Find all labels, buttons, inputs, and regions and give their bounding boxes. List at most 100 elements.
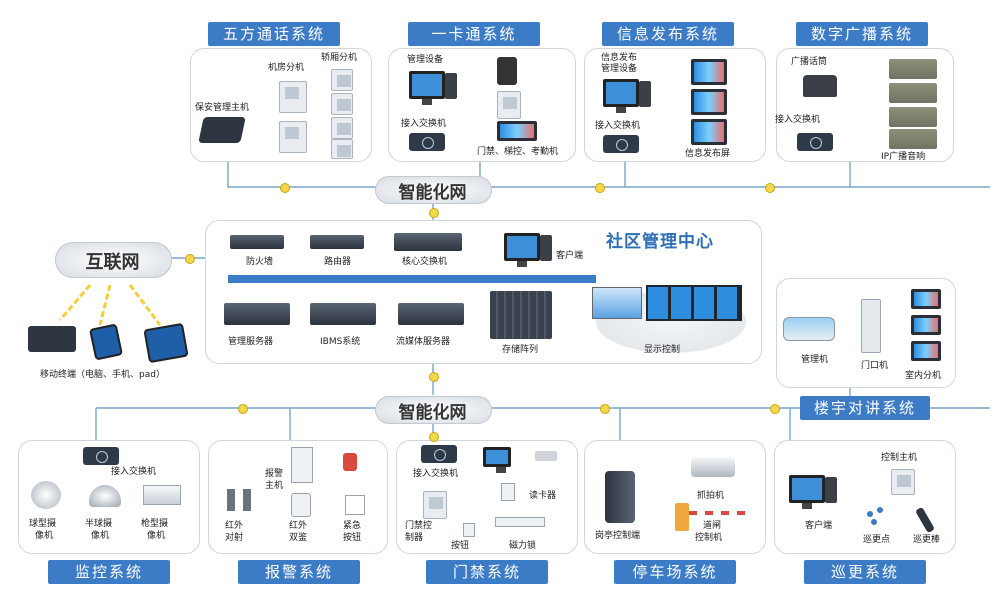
indoor-unit-icon (911, 341, 941, 361)
five-party-panel: 机房分机 轿厢分机 保安管理主机 (190, 48, 372, 162)
patrol-point-icon (867, 511, 873, 517)
parking-gate-label-1: 道闸 (703, 521, 722, 531)
info-panel: 信息发布 管理设备 接入交换机 信息发布屏 (584, 48, 766, 162)
center-title: 社区管理中心 (606, 232, 714, 252)
half-dome-camera-icon (89, 485, 121, 507)
firewall-label: 防火墙 (246, 257, 274, 267)
bullet-label-1: 枪型摄 (141, 519, 169, 529)
button-label-1: 紧急 (343, 521, 362, 531)
barrier-controller-icon (675, 503, 689, 531)
card-title: 一卡通系统 (408, 22, 540, 46)
info-screen-icon (691, 59, 727, 85)
booth-terminal-icon (605, 471, 635, 523)
access-switch-label: 接入交换机 (413, 469, 459, 479)
bullet-camera-icon (143, 485, 181, 505)
button-label-2: 按钮 (343, 533, 362, 543)
switch-icon (83, 447, 119, 465)
monitor-icon (603, 79, 639, 113)
junction-dot (429, 208, 439, 218)
card-manage-label: 管理设备 (407, 55, 444, 65)
patrol-title: 巡更系统 (804, 560, 926, 584)
parking-panel: 抓拍机 岗亭控制端 道闸 控制机 (584, 440, 766, 554)
junction-dot (185, 254, 195, 264)
alarm-title: 报警系统 (238, 560, 360, 584)
top-network-label: 智能化网 (398, 183, 467, 203)
speaker-icon (889, 107, 937, 127)
junction-dot (765, 183, 775, 193)
card-reader-icon (497, 57, 517, 85)
video-wall-icon (646, 285, 742, 321)
info-manage-line1: 信息发布 (601, 53, 638, 63)
broadcast-panel: 广播话筒 接入交换机 IP广播音响 (775, 48, 954, 162)
attendance-screen-icon (497, 121, 537, 141)
intercom-door-label: 门口机 (861, 361, 889, 371)
dome-camera-icon (31, 481, 61, 509)
alarm-panel: 报警 主机 红外 对射 红外 双鉴 紧急 按钮 (208, 440, 388, 554)
junction-dot (429, 432, 439, 442)
monitor-icon (409, 71, 445, 105)
speaker-icon (889, 83, 937, 103)
core-switch-label: 核心交换机 (402, 257, 448, 267)
switch-icon (421, 445, 457, 463)
access-title: 门禁系统 (426, 560, 548, 584)
barrier-arm-icon (689, 511, 745, 515)
mgmt-server-label: 管理服务器 (228, 337, 274, 347)
access-controller-icon (423, 491, 447, 519)
elevator-control-icon (497, 91, 521, 119)
alarm-siren-icon (343, 453, 357, 471)
alarm-host-icon (291, 447, 313, 483)
card-switch-label: 接入交换机 (401, 119, 447, 129)
exit-button-icon (463, 523, 475, 537)
switch-icon (797, 133, 833, 151)
car-unit-icon (331, 93, 353, 115)
pc-tower-icon (540, 235, 552, 261)
bottom-network-label: 智能化网 (398, 403, 467, 423)
firewall-icon (230, 235, 284, 249)
patrol-host-icon (891, 469, 915, 495)
core-switch-icon (394, 233, 462, 251)
machine-room-unit-icon (279, 121, 307, 153)
mobile-label: 移动终端（电脑、手机、pad） (40, 370, 165, 380)
indoor-unit-icon (911, 315, 941, 335)
alarm-host-label-1: 报警 (265, 469, 284, 479)
client-monitor-icon (504, 233, 540, 267)
access-panel: 接入交换机 门禁控 制器 读卡器 按钮 磁力锁 (396, 440, 578, 554)
intercom-indoor-label: 室内分机 (905, 371, 942, 381)
card-panel: 管理设备 接入交换机 门禁、梯控、考勤机 (388, 48, 576, 162)
keyboard-icon (535, 451, 557, 461)
machine-room-unit-icon (279, 81, 307, 113)
machine-room-label: 机房分机 (268, 63, 305, 73)
infrared-beam-icon (227, 489, 235, 511)
laptop-icon (28, 326, 76, 352)
parking-title: 停车场系统 (614, 560, 736, 584)
indoor-unit-icon (911, 289, 941, 309)
storage-array-icon (490, 291, 552, 339)
info-manage-line2: 管理设备 (601, 64, 638, 74)
access-ctrl-label-2: 制器 (405, 533, 424, 543)
ibms-label: IBMS系统 (320, 337, 361, 347)
monitor-panel: 接入交换机 球型摄 像机 半球摄 像机 枪型摄 像机 (18, 440, 200, 554)
streaming-server-icon (398, 303, 464, 325)
patrol-host-label: 控制主机 (881, 453, 918, 463)
manager-unit-icon (783, 317, 835, 341)
infrared-beam-icon (243, 489, 251, 511)
car-unit-icon (331, 139, 353, 159)
guard-host-device (198, 117, 246, 143)
emergency-button-icon (345, 495, 365, 515)
info-screen-icon (691, 119, 727, 145)
junction-dot (280, 183, 290, 193)
car-unit-icon (331, 117, 353, 139)
switch-icon (603, 135, 639, 153)
parking-capture-label: 抓拍机 (697, 491, 725, 501)
five-party-title: 五方通话系统 (208, 22, 340, 46)
stream-label: 流媒体服务器 (396, 337, 451, 347)
beam-label-2: 对射 (225, 533, 244, 543)
broadcast-speaker-label: IP广播音响 (881, 152, 926, 162)
patrol-point-label: 巡更点 (863, 535, 891, 545)
pir-label-2: 双鉴 (289, 533, 308, 543)
dome-label-2: 像机 (35, 531, 54, 541)
info-screen-label: 信息发布屏 (685, 149, 731, 159)
patrol-point-icon (871, 519, 877, 525)
intercom-manager-label: 管理机 (801, 355, 829, 365)
alarm-host-label-2: 主机 (265, 481, 284, 491)
